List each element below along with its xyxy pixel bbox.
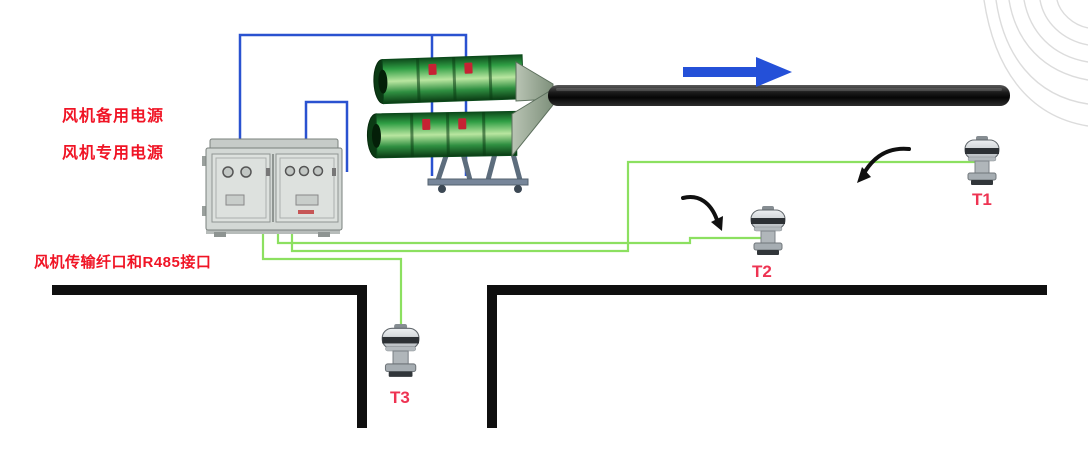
- duct-y-junction: [511, 61, 554, 158]
- sensor-t3-label: T3: [390, 388, 410, 407]
- backup-power-wire: [238, 33, 468, 176]
- wire-to-sensor-t3: [261, 230, 403, 332]
- tunnel-walls: [52, 285, 1047, 428]
- fan-upper: [373, 54, 525, 105]
- airflow-swoosh-near-t1: [857, 146, 911, 183]
- sensor-t2-icon: [750, 205, 786, 256]
- wire-to-sensor-t1: [290, 160, 980, 253]
- sensor-t3-icon: [381, 323, 420, 378]
- tunnel-wall-right: [487, 285, 1047, 428]
- sensor-t1-icon: [964, 135, 1000, 186]
- label-fan-dedicated-power: 风机专用电源: [62, 145, 165, 162]
- sensor-t1-label: T1: [972, 190, 992, 209]
- fan-frame: [427, 149, 529, 193]
- wire-to-sensor-t2: [276, 230, 766, 245]
- fan-lower: [366, 110, 518, 159]
- dedicated-power-wire: [304, 100, 349, 172]
- label-fan-backup-power: 风机备用电源: [62, 108, 165, 125]
- sensor-signal-wires: [261, 160, 980, 332]
- air-duct: [548, 85, 1010, 106]
- airflow-arrow: [683, 57, 792, 87]
- power-cabinet: [202, 138, 343, 237]
- tunnel-wall-left: [52, 285, 367, 428]
- contour-lines-decoration: [983, 0, 1088, 127]
- label-fan-comm-interface: 风机传输纤口和R485接口: [34, 254, 212, 271]
- sensor-t2-label: T2: [752, 262, 772, 281]
- airflow-swoosh-near-t2: [681, 195, 723, 231]
